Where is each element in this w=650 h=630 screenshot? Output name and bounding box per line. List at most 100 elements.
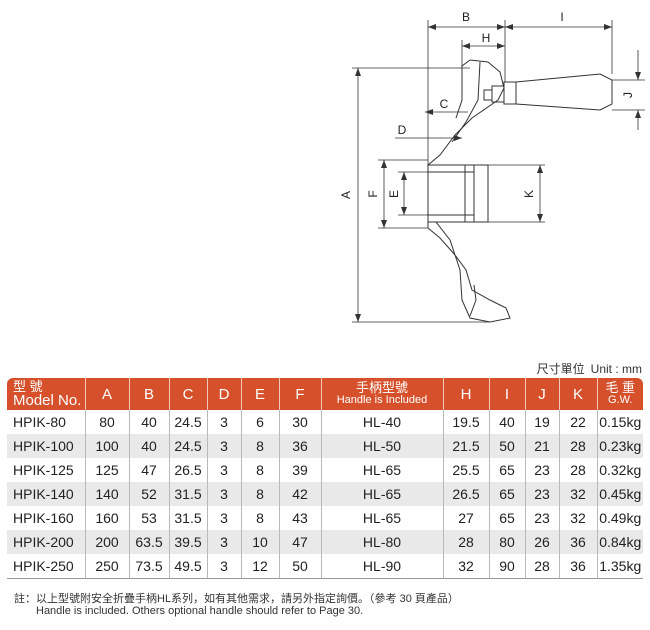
- note-zh: 註：以上型號附安全折疊手柄HL系列，如有其他需求，請另外指定詢價。（參考 30 …: [14, 593, 459, 605]
- cell-j: 26: [525, 530, 560, 554]
- cell-j: 23: [525, 482, 560, 506]
- col-header-e: E: [241, 378, 280, 410]
- cell-d: 3: [207, 554, 242, 579]
- cell-e: 10: [241, 530, 280, 554]
- cell-h: 21.5: [443, 434, 490, 458]
- cell-handle: HL-40: [321, 410, 444, 434]
- cell-i: 65: [489, 458, 526, 482]
- wheel-outline: [427, 59, 511, 323]
- dim-label-a: A: [339, 191, 353, 199]
- cell-f: 47: [279, 530, 322, 554]
- cell-j: 21: [525, 434, 560, 458]
- cell-j: 23: [525, 458, 560, 482]
- col-header-c: C: [169, 378, 208, 410]
- cell-c: 49.5: [169, 554, 208, 579]
- col-header-f: F: [279, 378, 322, 410]
- cell-b: 47: [129, 458, 170, 482]
- cell-gw: 1.35kg: [597, 554, 643, 579]
- col-header-model-en: Model No.: [13, 392, 82, 409]
- cell-h: 28: [443, 530, 490, 554]
- cell-handle: HL-90: [321, 554, 444, 579]
- cell-gw: 0.84kg: [597, 530, 643, 554]
- dim-label-i: I: [560, 10, 563, 24]
- dim-label-j: J: [621, 92, 635, 98]
- table-row: HPIK-100 100 40 24.5 3 8 36 HL-50 21.5 5…: [7, 434, 643, 458]
- spec-table: 型 號 Model No. A B C D E F 手柄型號 Handle is…: [7, 378, 643, 579]
- cell-k: 32: [559, 482, 598, 506]
- cell-c: 26.5: [169, 458, 208, 482]
- handle-grip: [503, 73, 613, 111]
- cell-k: 36: [559, 530, 598, 554]
- cell-a: 160: [85, 506, 130, 530]
- cell-h: 19.5: [443, 410, 490, 434]
- cell-i: 65: [489, 482, 526, 506]
- technical-drawing: A B I H C D F E K J: [339, 10, 645, 323]
- cell-e: 6: [241, 410, 280, 434]
- note-en: Handle is included. Others optional hand…: [36, 605, 364, 617]
- cell-e: 8: [241, 434, 280, 458]
- cell-j: 19: [525, 410, 560, 434]
- cell-h: 26.5: [443, 482, 490, 506]
- cell-j: 23: [525, 506, 560, 530]
- cell-k: 32: [559, 506, 598, 530]
- dim-label-f: F: [366, 190, 380, 197]
- cell-e: 8: [241, 458, 280, 482]
- table-row: HPIK-140 140 52 31.5 3 8 42 HL-65 26.5 6…: [7, 482, 643, 506]
- cell-d: 3: [207, 410, 242, 434]
- cell-gw: 0.45kg: [597, 482, 643, 506]
- col-header-gw-en: G.W.: [608, 394, 633, 406]
- col-header-model-zh: 型 號: [13, 379, 43, 394]
- hub-body: [427, 164, 475, 223]
- cell-handle: HL-65: [321, 506, 444, 530]
- dim-label-c: C: [440, 97, 449, 111]
- col-header-i: I: [489, 378, 526, 410]
- cell-handle: HL-65: [321, 482, 444, 506]
- col-header-a: A: [85, 378, 130, 410]
- cell-e: 12: [241, 554, 280, 579]
- table-row: HPIK-80 80 40 24.5 3 6 30 HL-40 19.5 40 …: [7, 410, 643, 434]
- table-row: HPIK-160 160 53 31.5 3 8 43 HL-65 27 65 …: [7, 506, 643, 530]
- cell-a: 200: [85, 530, 130, 554]
- cell-gw: 0.15kg: [599, 414, 642, 430]
- table-header-row: 型 號 Model No. A B C D E F 手柄型號 Handle is…: [7, 378, 643, 410]
- cell-model: HPIK-125: [7, 458, 86, 482]
- cell-f: 30: [279, 410, 322, 434]
- table-row: HPIK-125 125 47 26.5 3 8 39 HL-65 25.5 6…: [7, 458, 643, 482]
- col-header-d: D: [207, 378, 242, 410]
- cell-c: 24.5: [169, 410, 208, 434]
- cell-b: 40: [129, 410, 170, 434]
- cell-j: 28: [525, 554, 560, 579]
- cell-a: 250: [85, 554, 130, 579]
- dim-label-h: H: [482, 31, 491, 45]
- cell-f: 39: [279, 458, 322, 482]
- cell-c: 31.5: [169, 482, 208, 506]
- table-row: HPIK-250 250 73.5 49.5 3 12 50 HL-90 32 …: [7, 554, 643, 579]
- cell-i: 90: [489, 554, 526, 579]
- col-header-model: 型 號 Model No.: [7, 378, 86, 410]
- cell-a: 80: [85, 410, 130, 434]
- cell-b: 63.5: [129, 530, 170, 554]
- cell-a: 140: [85, 482, 130, 506]
- cell-model: HPIK-100: [7, 434, 86, 458]
- cell-handle: HL-80: [321, 530, 444, 554]
- cell-k: 36: [559, 554, 598, 579]
- col-header-j: J: [525, 378, 560, 410]
- cell-k: 28: [559, 458, 598, 482]
- cell-gw: 0.23kg: [597, 434, 643, 458]
- cell-d: 3: [207, 482, 242, 506]
- cell-c: 31.5: [169, 506, 208, 530]
- cell-b: 40: [129, 434, 170, 458]
- cell-f: 36: [279, 434, 322, 458]
- table-row: HPIK-200 200 63.5 39.5 3 10 47 HL-80 28 …: [7, 530, 643, 554]
- col-header-handle: 手柄型號 Handle is Included: [321, 378, 444, 410]
- col-header-handle-en: Handle is Included: [336, 394, 428, 406]
- cell-f: 42: [279, 482, 322, 506]
- cell-c: 24.5: [169, 434, 208, 458]
- cell-model: HPIK-140: [7, 482, 86, 506]
- cell-i: 40: [489, 410, 526, 434]
- cell-b: 73.5: [129, 554, 170, 579]
- dim-label-k: K: [522, 190, 536, 198]
- col-header-handle-zh: 手柄型號: [355, 380, 408, 395]
- dim-label-e: E: [387, 190, 401, 198]
